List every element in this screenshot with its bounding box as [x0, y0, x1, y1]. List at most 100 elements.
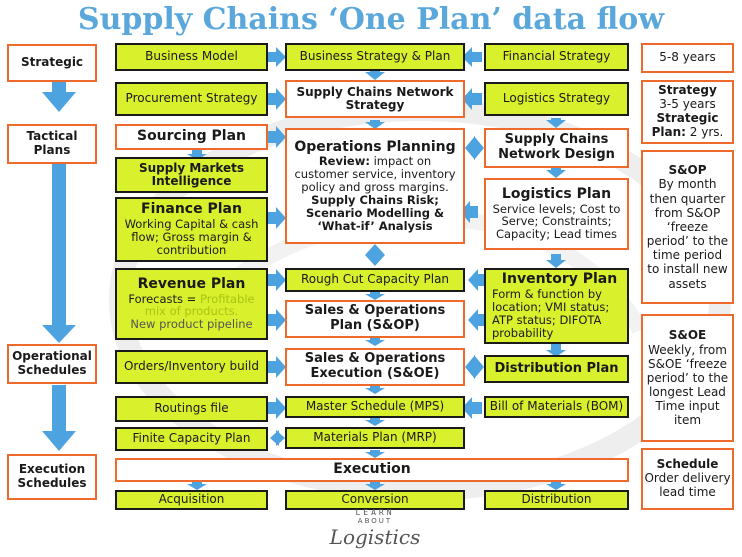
- arrow-finance-to-ops: [268, 207, 286, 229]
- label-operational-schedules: Operational Schedules: [7, 344, 97, 384]
- box-acquisition: Acquisition: [115, 490, 268, 510]
- note-soe-timeframe: S&OE Weekly, from S&OE ‘freeze period’ t…: [641, 314, 734, 442]
- finance-plan-title: Finance Plan: [141, 201, 242, 218]
- note-strategy-label: Strategy: [658, 83, 717, 98]
- box-revenue-plan: Revenue Plan Forecasts = Profitable mix …: [115, 268, 268, 340]
- box-materials-plan: Materials Plan (MRP): [285, 427, 465, 449]
- arrow-logistics-to-inventory: [546, 254, 566, 268]
- box-bill-of-materials: Bill of Materials (BOM): [484, 396, 629, 418]
- revenue-plan-body-1: Forecasts =: [128, 291, 200, 306]
- ops-planning-review: Review: impact on customer service, inve…: [291, 155, 459, 194]
- arrow-execution-to-distribution: [546, 482, 566, 490]
- inventory-plan-body: Form & function by location; VMI status;…: [492, 287, 610, 340]
- arrow-business-model-to-strategy: [268, 47, 286, 67]
- note-schedule-body: Order delivery lead time: [644, 471, 731, 499]
- down-arrow-operational: [42, 385, 76, 451]
- box-business-strategy-plan: Business Strategy & Plan: [285, 43, 465, 71]
- arrow-revenue-to-sop: [268, 309, 286, 331]
- ops-planning-risk: Supply Chains Risk; Scenario Modelling &…: [305, 192, 445, 233]
- arrow-logistics-strategy-to-design: [546, 118, 566, 128]
- box-conversion: Conversion: [285, 490, 465, 510]
- arrow-ops-to-rough-cut: [365, 244, 385, 266]
- note-soe-label: S&OE: [668, 328, 707, 343]
- box-orders-inventory-build: Orders/Inventory build: [115, 350, 268, 384]
- box-network-strategy: Supply Chains Network Strategy: [285, 80, 465, 118]
- box-routings-file: Routings file: [115, 396, 268, 422]
- arrow-ops-logistics-plan: [460, 201, 478, 223]
- arrow-finite-capacity-mrp: [270, 430, 285, 446]
- note-sop-timeframe: S&OP By month then quarter from S&OP ‘fr…: [641, 150, 734, 304]
- arrow-strategy-to-network: [365, 70, 385, 80]
- arrow-sourcing-to-ops: [268, 126, 286, 148]
- arrow-mps-to-mrp: [365, 418, 385, 426]
- ops-review-body: impact on customer service, inventory po…: [294, 154, 456, 194]
- box-procurement-strategy: Procurement Strategy: [115, 82, 268, 116]
- note-sop-label: S&OP: [668, 163, 707, 178]
- arrow-orders-to-soe: [268, 356, 286, 378]
- box-finance-plan: Finance Plan Working Capital & cash flow…: [115, 197, 268, 262]
- inventory-plan-title: Inventory Plan: [501, 271, 618, 288]
- logistics-plan-title: Logistics Plan: [501, 185, 612, 202]
- down-arrow-strategic: [42, 82, 76, 112]
- arrow-design-to-logistics-plan: [546, 168, 566, 178]
- learn-about-logistics-logo: LEARN ABOUT Logistics: [300, 508, 450, 554]
- box-operations-planning: Operations Planning Review: impact on cu…: [285, 128, 465, 244]
- ops-planning-title: Operations Planning: [294, 138, 456, 155]
- box-execution: Execution: [115, 458, 629, 482]
- finance-plan-body: Working Capital & cash flow; Gross margi…: [124, 217, 259, 257]
- page-title: Supply Chains ‘One Plan’ data flow: [77, 2, 665, 37]
- box-sales-operations-plan: Sales & Operations Plan (S&OP): [285, 300, 465, 338]
- note-schedule-timeframe: Schedule Order delivery lead time: [641, 448, 734, 510]
- note-5-8-years: 5-8 years: [641, 43, 734, 73]
- down-arrow-tactical: [42, 163, 76, 343]
- ops-review-label: Review:: [318, 154, 370, 169]
- logo-line-learn: LEARN: [355, 508, 395, 517]
- revenue-plan-body-2: Profitable mix of products.: [144, 291, 255, 319]
- arrow-revenue-to-rough-cut: [268, 269, 286, 291]
- box-network-design: Supply Chains Network Design: [484, 128, 629, 168]
- label-strategic: Strategic: [7, 44, 97, 82]
- note-strategic-plan-label: Strategic Plan:: [651, 111, 719, 139]
- box-sourcing-plan: Sourcing Plan: [115, 124, 268, 150]
- revenue-plan-body: Forecasts = Profitable mix of products.N…: [117, 291, 266, 332]
- box-rough-cut-capacity: Rough Cut Capacity Plan: [285, 268, 465, 292]
- arrow-routings-to-mps: [268, 397, 286, 419]
- arrow-sop-inventory: [468, 309, 484, 331]
- box-sales-operations-execution: Sales & Operations Execution (S&OE): [285, 348, 465, 386]
- arrow-soe-distribution: [465, 355, 484, 379]
- arrow-financial-to-strategy: [462, 47, 482, 67]
- box-supply-markets-intelligence: Supply Markets Intelligence: [115, 157, 268, 193]
- arrow-inventory-to-rough-cut: [468, 269, 484, 291]
- note-strategy-timeframe: Strategy 3-5 years Strategic Plan: 2 yrs…: [641, 80, 734, 144]
- label-execution-schedules: Execution Schedules: [7, 454, 97, 500]
- arrow-logistics-to-network: [462, 88, 482, 110]
- arrow-execution-to-conversion: [365, 482, 385, 490]
- arrow-inventory-to-distribution: [546, 344, 566, 357]
- arrow-soe-to-mps: [365, 386, 385, 394]
- revenue-plan-body-3: New product pipeline: [130, 317, 253, 332]
- box-financial-strategy: Financial Strategy: [484, 43, 629, 71]
- note-soe-body: Weekly, from S&OE ‘freeze period’ to the…: [646, 342, 729, 428]
- arrow-rough-cut-to-sop: [365, 292, 385, 300]
- note-sop-body: By month then quarter from S&OP ‘freeze …: [646, 177, 729, 291]
- box-inventory-plan: Inventory Plan Form & function by locati…: [484, 268, 629, 344]
- logistics-plan-body: Service levels; Cost to Serve; Constrain…: [492, 201, 621, 242]
- note-strategy-years: 3-5 years: [659, 97, 716, 112]
- box-distribution: Distribution: [484, 490, 629, 510]
- arrow-sop-to-soe: [365, 338, 385, 346]
- box-business-model: Business Model: [115, 43, 268, 71]
- label-tactical-plans: Tactical Plans: [7, 124, 97, 164]
- box-finite-capacity-plan: Finite Capacity Plan: [115, 427, 268, 451]
- note-schedule-label: Schedule: [656, 457, 719, 472]
- box-logistics-strategy: Logistics Strategy: [484, 82, 629, 116]
- box-logistics-plan: Logistics Plan Service levels; Cost to S…: [484, 178, 629, 250]
- box-distribution-plan: Distribution Plan: [484, 355, 629, 383]
- box-master-schedule: Master Schedule (MPS): [285, 396, 465, 418]
- arrow-procurement-to-network: [268, 88, 286, 110]
- logo-line-about: ABOUT: [357, 517, 393, 525]
- revenue-plan-title: Revenue Plan: [137, 275, 246, 292]
- arrow-mrp-to-execution: [365, 450, 385, 458]
- arrow-network-to-ops: [365, 120, 385, 129]
